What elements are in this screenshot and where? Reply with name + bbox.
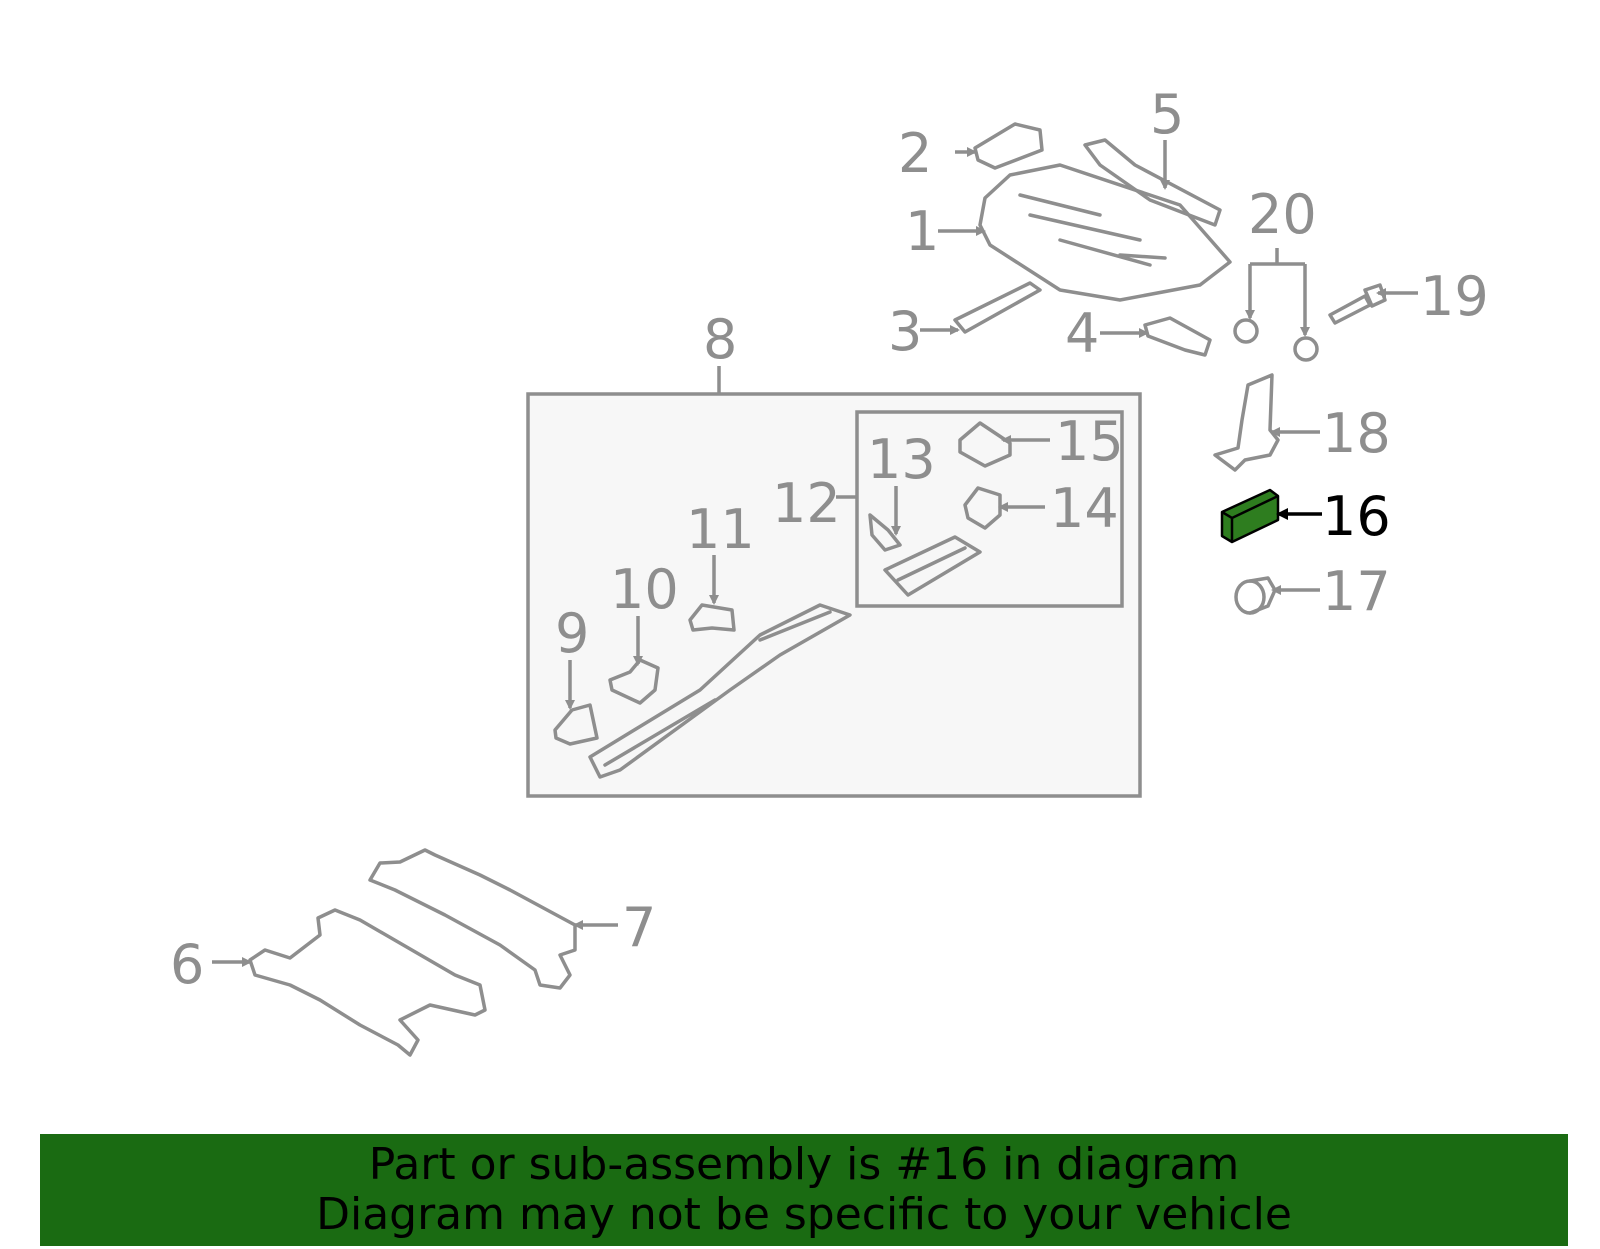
- part-10-bracket[interactable]: [608, 658, 660, 705]
- callout-14: 14: [1050, 477, 1119, 540]
- banner-line-disclaimer: Diagram may not be specific to your vehi…: [316, 1189, 1292, 1240]
- part-20-nut-a[interactable]: [1233, 318, 1259, 344]
- callout-9: 9: [555, 602, 589, 665]
- part-13-bracket[interactable]: [868, 513, 902, 552]
- callout-8: 8: [703, 308, 737, 371]
- part-14-bracket[interactable]: [963, 486, 1002, 530]
- banner-line-part: Part or sub-assembly is #16 in diagram: [368, 1139, 1240, 1190]
- part-15-bracket[interactable]: [958, 421, 1012, 468]
- part-19-bolt[interactable]: [1328, 283, 1387, 325]
- callout-20: 20: [1248, 183, 1317, 246]
- callout-1: 1: [905, 200, 939, 263]
- info-banner: Part or sub-assembly is #16 in diagram D…: [40, 1134, 1568, 1246]
- subassembly-box-12: [855, 410, 1124, 608]
- part-12-rail[interactable]: [883, 535, 982, 597]
- callout-11: 11: [686, 498, 755, 561]
- part-17-plug[interactable]: [1234, 576, 1277, 615]
- part-5-reinforcement[interactable]: [1083, 138, 1222, 227]
- part-9-bracket[interactable]: [553, 703, 599, 746]
- part-1-floor-pan[interactable]: [978, 163, 1232, 302]
- part-7-crossmember[interactable]: [368, 848, 577, 990]
- part-16-highlighted[interactable]: [1220, 488, 1280, 544]
- callout-3: 3: [888, 300, 922, 363]
- callout-16-highlighted: 16: [1322, 485, 1391, 548]
- part-3-rail[interactable]: [953, 281, 1042, 334]
- part-11-bracket[interactable]: [688, 603, 736, 632]
- callout-2: 2: [898, 122, 932, 185]
- callout-19: 19: [1420, 265, 1489, 328]
- callout-18: 18: [1322, 402, 1391, 465]
- part-2-bracket[interactable]: [973, 122, 1044, 170]
- part-4-bracket[interactable]: [1143, 316, 1212, 357]
- callout-15: 15: [1055, 410, 1124, 473]
- callout-12: 12: [772, 472, 841, 535]
- callout-7: 7: [622, 896, 656, 959]
- callout-17: 17: [1322, 560, 1391, 623]
- callout-4: 4: [1065, 302, 1099, 365]
- callout-13: 13: [867, 428, 936, 491]
- part-8-main-rail[interactable]: [588, 603, 852, 779]
- callout-10: 10: [610, 558, 679, 621]
- callout-6: 6: [170, 933, 204, 996]
- callout-5: 5: [1150, 83, 1184, 146]
- subassembly-box-8: [526, 392, 1142, 798]
- part-20-nut-b[interactable]: [1293, 336, 1319, 362]
- part-6-crossmember[interactable]: [248, 908, 487, 1057]
- part-18-bracket[interactable]: [1213, 373, 1280, 472]
